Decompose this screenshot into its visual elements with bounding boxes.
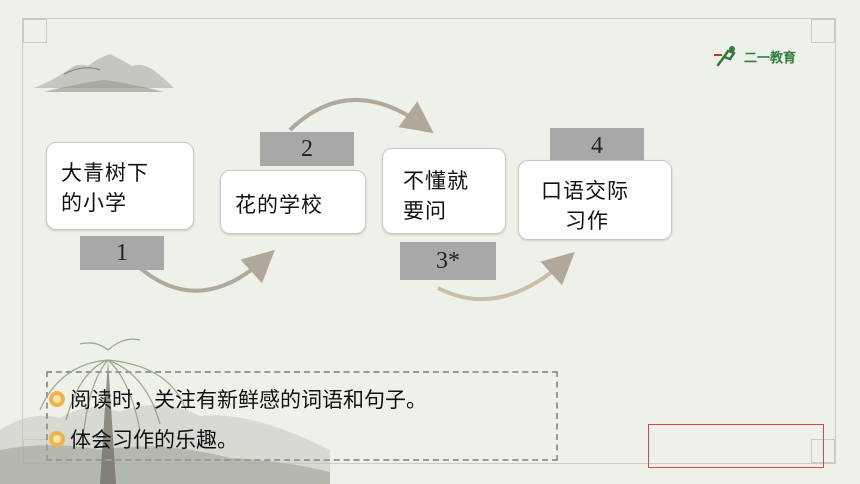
objective-text: 阅读时，关注有新鲜感的词语和句子。: [70, 388, 427, 412]
frame-corner: [811, 19, 835, 43]
step-card-line: 习作: [565, 209, 609, 233]
step-card-line: 不懂就: [403, 169, 469, 193]
brand-logo: 二一教育: [714, 44, 796, 68]
step-card-line: 口语交际: [541, 179, 629, 203]
step-number-1: 1: [80, 236, 164, 270]
flower-bullet-icon: [49, 391, 65, 407]
step-card-line: 的小学: [61, 191, 127, 215]
step-card-3: 不懂就 要问: [382, 148, 506, 234]
frame-corner: [23, 19, 47, 43]
objective-text: 体会习作的乐趣。: [70, 428, 238, 452]
step-number-2: 2: [260, 132, 354, 166]
mountain-decoration-icon: [34, 54, 174, 92]
willow-landscape-decoration: [0, 338, 330, 484]
step-number-3: 3*: [400, 242, 496, 280]
objective-item: 体会习作的乐趣。: [48, 424, 238, 454]
step-card-line: 要问: [403, 199, 447, 223]
step-card-line: 大青树下: [61, 161, 149, 185]
learning-objectives-box: [46, 371, 558, 461]
logo-text: 二一教育: [744, 50, 797, 66]
step-card-1: 大青树下 的小学: [46, 142, 194, 230]
step-card-line: 花的学校: [235, 193, 323, 217]
flower-bullet-icon: [49, 431, 65, 447]
highlight-rectangle: [648, 424, 824, 468]
step-card-2: 花的学校: [220, 170, 366, 234]
step-number-4: 4: [550, 128, 644, 164]
step-card-4: 口语交际 习作: [518, 160, 672, 240]
runner-logo-icon: [714, 46, 736, 67]
objective-item: 阅读时，关注有新鲜感的词语和句子。: [48, 384, 427, 414]
